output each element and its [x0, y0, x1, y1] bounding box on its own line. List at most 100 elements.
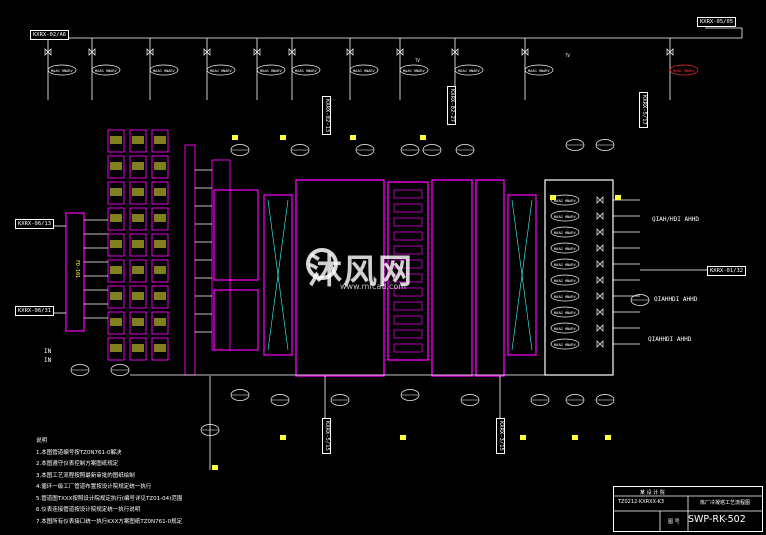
manifold-fill-icon	[110, 214, 122, 222]
top-valve-tag-icon	[349, 64, 379, 76]
valve-tag-text: MAAG HNARV	[153, 69, 175, 73]
manifold-unit	[107, 285, 125, 309]
tag-marker-icon	[280, 135, 286, 140]
tag-marker-icon	[550, 195, 556, 200]
right-side-tag-3: QIAHHDI AHHD	[648, 336, 692, 343]
valve-tag-text: MAAG HNARV	[673, 69, 695, 73]
manifold-fill-icon	[154, 214, 166, 222]
offpage-ref-left-lower: KXRX-06/31	[15, 306, 55, 316]
right-valve-tag-icon	[550, 242, 580, 254]
valve-tag-text: MAAG HNARV	[554, 343, 576, 347]
top-valve-tag-icon	[149, 64, 179, 76]
valve-tag-text: MAAG HNARV	[554, 231, 576, 235]
manifold-unit	[107, 129, 125, 153]
title-block-ref-no: TZ0212-KXRXX-K3	[618, 499, 665, 505]
top-valve-tag-icon	[524, 64, 554, 76]
valve-tag-text: MAAG HNARV	[528, 69, 550, 73]
manifold-fill-icon	[154, 266, 166, 274]
manifold-fill-icon	[154, 292, 166, 300]
hand-valve-icon	[596, 308, 604, 316]
tray	[393, 287, 423, 297]
offpage-ref-right-mid: KXRX-01/32	[707, 266, 747, 276]
vessel-b	[213, 289, 259, 351]
right-side-tag-2: OIAHHDI AHHD	[654, 296, 698, 303]
valve-tag-text: MAAG HNARV	[554, 327, 576, 331]
manifold-fill-icon	[154, 344, 166, 352]
top-valve-tag-icon	[256, 64, 286, 76]
reactor-second	[431, 179, 473, 377]
manifold-unit	[107, 207, 125, 231]
drawing-number: SWP-RK-502	[688, 514, 746, 525]
top-valve-tag-icon	[206, 64, 236, 76]
tray	[393, 203, 423, 213]
top-valve-tag-icon	[399, 64, 429, 76]
left-in-label-2: IN	[44, 357, 52, 364]
tag-marker-icon	[420, 135, 426, 140]
manifold-fill-icon	[132, 318, 144, 326]
tray	[393, 343, 423, 353]
manifold-unit	[151, 181, 169, 205]
offpage-ref-bottom-2: KXRX-3/15	[496, 418, 505, 454]
offpage-ref-vertical-2: KXRX-02-27	[447, 86, 456, 126]
hand-valve-icon	[396, 48, 404, 56]
tray	[393, 259, 423, 269]
tray	[393, 273, 423, 283]
title-block-company: 某 设 计 院	[640, 490, 665, 496]
valve-tag-text: MAAG HNARV	[554, 295, 576, 299]
tray	[393, 245, 423, 255]
right-valve-tag-icon	[550, 274, 580, 286]
exchanger-coil	[267, 199, 289, 351]
hand-valve-icon	[596, 324, 604, 332]
tag-marker-icon	[520, 435, 526, 440]
hand-valve-icon	[596, 292, 604, 300]
manifold-fill-icon	[154, 136, 166, 144]
tray	[393, 189, 423, 199]
valve-tag-text: MAAG HNARV	[260, 69, 282, 73]
vessel-a	[213, 189, 259, 281]
valve-tag-text: MAAG HNARV	[210, 69, 232, 73]
valve-tag-text: MAAG HNARV	[353, 69, 375, 73]
offpage-ref-vertical-1: KXRX-02-13	[322, 96, 331, 136]
manifold-fill-icon	[154, 162, 166, 170]
heat-exchanger-1	[263, 194, 293, 356]
manifold-fill-icon	[110, 188, 122, 196]
hand-valve-icon	[44, 48, 52, 56]
valve-tag-text: MAAG HNARV	[554, 311, 576, 315]
manifold-unit	[151, 233, 169, 257]
tag-marker-icon	[572, 435, 578, 440]
equipment-tag: FD-101	[74, 260, 80, 278]
manifold-fill-icon	[132, 344, 144, 352]
manifold-unit	[129, 207, 147, 231]
manifold-fill-icon	[132, 240, 144, 248]
tray	[393, 329, 423, 339]
tag-marker-icon	[232, 135, 238, 140]
manifold-fill-icon	[110, 136, 122, 144]
manifold-fill-icon	[110, 162, 122, 170]
offpage-ref-vertical-3: KXRX-5/17	[639, 92, 648, 128]
distribution-column	[184, 144, 196, 376]
manifold-fill-icon	[110, 344, 122, 352]
valve-tag-text: MAAG HNARV	[51, 69, 73, 73]
manifold-fill-icon	[110, 318, 122, 326]
valve-tag-text: MAAG HNARV	[403, 69, 425, 73]
valve-rack	[211, 159, 231, 351]
reactor-third	[475, 179, 505, 377]
tray	[393, 217, 423, 227]
tray	[393, 231, 423, 241]
valve-tag-text: MAAG HNARV	[295, 69, 317, 73]
manifold-unit	[129, 285, 147, 309]
manifold-unit	[151, 311, 169, 335]
tv-tag: TV	[415, 58, 420, 63]
right-valve-tag-icon	[550, 258, 580, 270]
left-in-label-1: IN	[44, 348, 52, 355]
exchanger-coil	[511, 199, 533, 351]
notes-title: 说明	[36, 438, 48, 444]
valve-tag-text: MAAG HNARV	[554, 263, 576, 267]
manifold-fill-icon	[132, 136, 144, 144]
tag-marker-icon	[350, 135, 356, 140]
manifold-fill-icon	[154, 318, 166, 326]
manifold-fill-icon	[110, 266, 122, 274]
manifold-unit	[151, 207, 169, 231]
manifold-fill-icon	[132, 214, 144, 222]
manifold-unit	[129, 337, 147, 361]
